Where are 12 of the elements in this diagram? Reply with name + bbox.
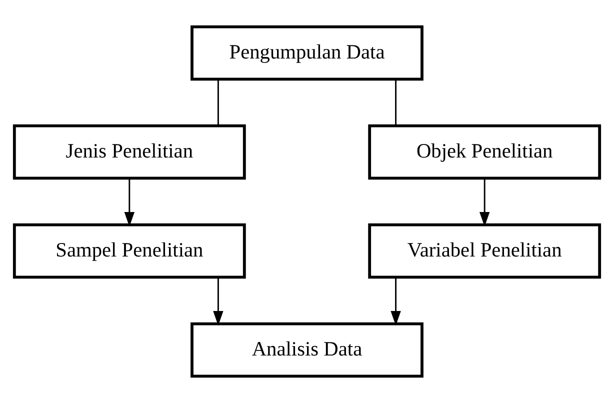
node-box: Sampel Penelitian [12, 223, 246, 279]
node-box: Variabel Penelitian [368, 223, 602, 279]
arrow [124, 178, 135, 227]
connector [395, 80, 397, 126]
arrow [213, 278, 224, 326]
node-box: Jenis Penelitian [12, 124, 246, 180]
connector [217, 80, 219, 126]
node-box: Objek Penelitian [368, 124, 602, 180]
arrow [479, 178, 490, 227]
node-box: Pengumpulan Data [190, 25, 424, 81]
node-box: Analisis Data [190, 322, 424, 378]
arrow [390, 278, 401, 326]
